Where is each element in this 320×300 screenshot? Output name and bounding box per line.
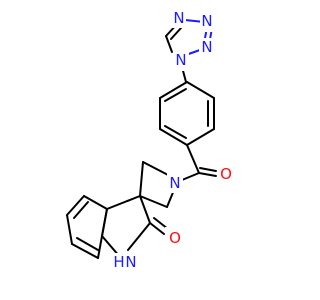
carbonyl-o-label: O (220, 165, 232, 183)
bond-pyr-1 (142, 161, 171, 177)
bond-ph-6-inner (164, 88, 187, 102)
bond-ib-2 (66, 195, 85, 216)
atom-labels: N N N N N O O H N (112, 8, 235, 271)
bond-ib-4 (71, 243, 99, 259)
bond-carbonyl-n (181, 172, 200, 181)
indole-n-label: N (125, 253, 136, 271)
bond-ib-3 (66, 214, 73, 245)
indole-h-label: H (113, 253, 124, 271)
pyrrolidine-n-label: N (169, 174, 180, 192)
bond-carbonyl-o (198, 172, 217, 177)
benzene-ring (159, 81, 215, 146)
bond-phenyl-carbonyl (186, 144, 200, 174)
bond-ib-2-inner (73, 201, 89, 219)
bond-ib-1 (83, 195, 108, 210)
bond-lactam-co (149, 222, 165, 235)
bond-carbonyl-o-double (199, 167, 217, 172)
lactam-o-label: O (169, 229, 181, 247)
tetrazole-n4-label: N (173, 9, 184, 27)
bond-ib-4-inner (76, 237, 99, 251)
tetrazole-n1-label: N (175, 51, 186, 69)
bond-pyr-2 (139, 161, 144, 197)
bond-ph-4-inner (164, 125, 187, 139)
bond-ph-4 (159, 128, 188, 146)
bond-c3a-spiro (106, 195, 141, 210)
bond-c2-n1 (127, 222, 151, 251)
tetrazole-n3-label: N (201, 12, 212, 30)
bond-c5-n1 (165, 35, 173, 53)
bond-ph-6 (159, 81, 188, 99)
molecule-structure: N N N N N O O H N (66, 8, 235, 271)
bond-ph-3 (186, 128, 215, 146)
bond-spiro-c2 (139, 195, 151, 224)
bond-ph-1 (186, 81, 215, 99)
bond-ib-5 (97, 235, 103, 259)
bond-pyr-3 (139, 195, 168, 208)
oxindole-core (66, 195, 169, 259)
bond-ib-6-inner (101, 208, 108, 237)
tetrazole-n2-label: N (201, 38, 212, 56)
bond-c5-n4-double (170, 27, 182, 40)
